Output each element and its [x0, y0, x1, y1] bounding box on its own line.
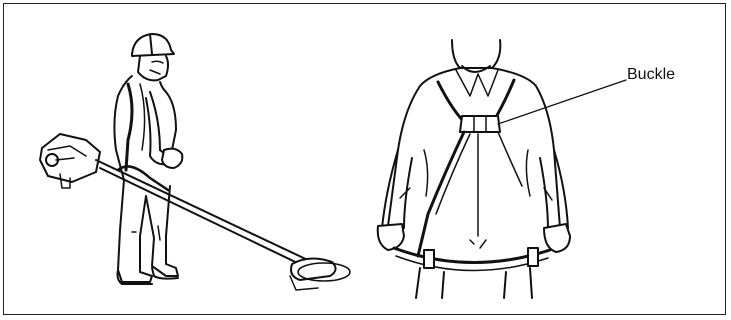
brush-cutter: [40, 134, 350, 290]
operator-figure: [114, 34, 182, 284]
buckle-callout-line: [498, 80, 626, 124]
buckle-callout-label: Buckle: [627, 66, 675, 84]
harness-figure: [378, 40, 570, 298]
